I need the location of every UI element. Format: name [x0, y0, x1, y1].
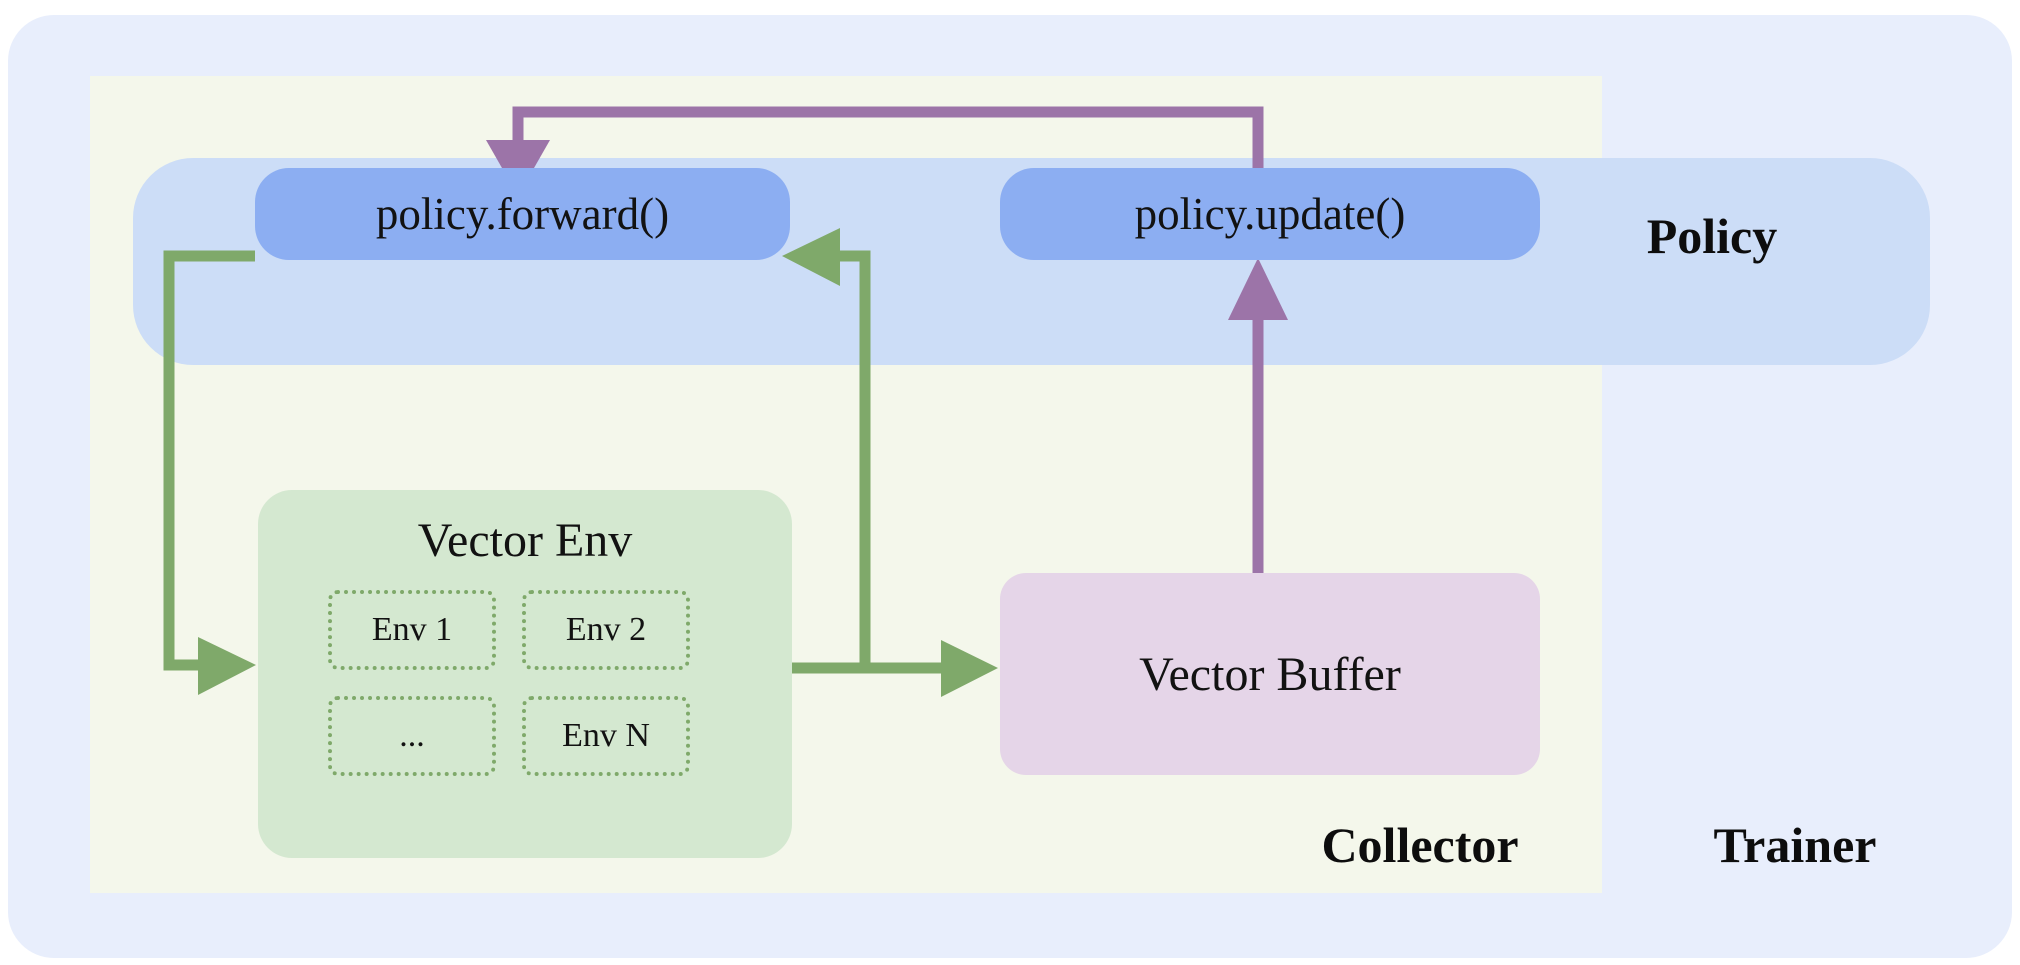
vector-buffer-node[interactable]: Vector Buffer — [1000, 573, 1540, 775]
vector-env-label: Vector Env — [417, 514, 633, 567]
env-cell-2[interactable]: Env 2 — [522, 590, 690, 670]
env-cell-grid: Env 1 Env 2 ... Env N — [328, 590, 728, 776]
vector-env-node[interactable]: Vector Env Env 1 Env 2 ... Env N — [258, 490, 792, 858]
policy-container-label: Policy — [1646, 208, 1778, 264]
env-cell-n[interactable]: Env N — [522, 696, 690, 776]
policy-forward-node[interactable]: policy.forward() — [255, 168, 790, 260]
trainer-container-label: Trainer — [1713, 817, 1877, 873]
env-cell-ellipsis[interactable]: ... — [328, 696, 496, 776]
collector-container-label: Collector — [1321, 817, 1519, 873]
policy-update-node[interactable]: policy.update() — [1000, 168, 1540, 260]
env-cell-1[interactable]: Env 1 — [328, 590, 496, 670]
